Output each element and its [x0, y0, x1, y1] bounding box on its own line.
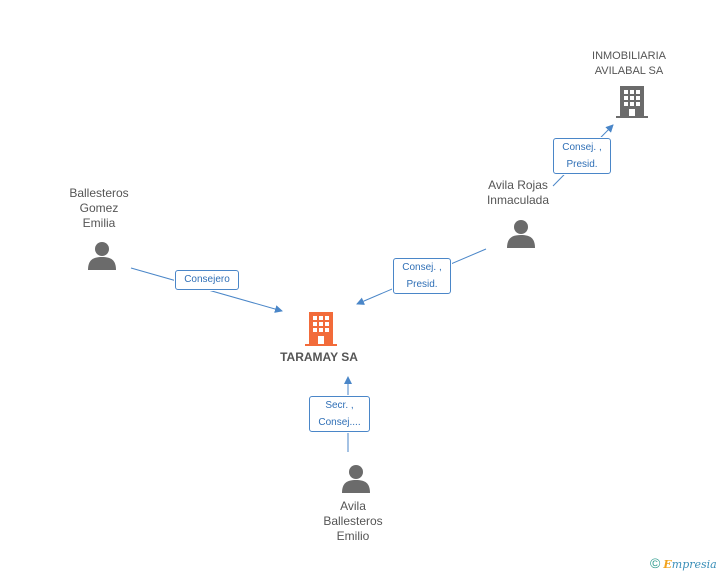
building-icon[interactable]	[305, 311, 337, 347]
node-ballesteros-gomez-emilia[interactable]: Ballesteros Gomez Emilia	[49, 186, 149, 231]
building-icon[interactable]	[616, 85, 648, 119]
copyright-symbol: ©	[650, 555, 661, 571]
node-label: INMOBILIARIA AVILABAL SA	[592, 50, 666, 77]
node-label: TARAMAY SA	[280, 350, 358, 364]
node-inmobiliaria-avilabal[interactable]: INMOBILIARIA AVILABAL SA	[579, 49, 679, 79]
node-label: Avila Ballesteros Emilio	[323, 499, 383, 543]
node-label: Avila Rojas Inmaculada	[486, 178, 550, 207]
person-icon[interactable]	[341, 463, 371, 493]
brand-name: Empresia	[663, 558, 717, 571]
node-avila-rojas-inmaculada[interactable]: Avila Rojas Inmaculada	[468, 178, 568, 208]
person-icon[interactable]	[506, 218, 536, 248]
node-label: Ballesteros Gomez Emilia	[69, 186, 129, 230]
edge-label-consejero[interactable]: Consejero	[175, 270, 239, 290]
edge-label-secr-consej[interactable]: Secr. , Consej....	[309, 396, 370, 432]
empresia-logo: © Empresia	[650, 555, 717, 571]
node-avila-ballesteros-emilio[interactable]: Avila Ballesteros Emilio	[303, 499, 403, 544]
person-icon[interactable]	[87, 240, 117, 270]
node-taramay-sa[interactable]: TARAMAY SA	[269, 350, 369, 365]
edge-label-consej-presid-inmobiliaria[interactable]: Consej. , Presid.	[553, 138, 611, 174]
edge-label-consej-presid-taramay[interactable]: Consej. , Presid.	[393, 258, 451, 294]
